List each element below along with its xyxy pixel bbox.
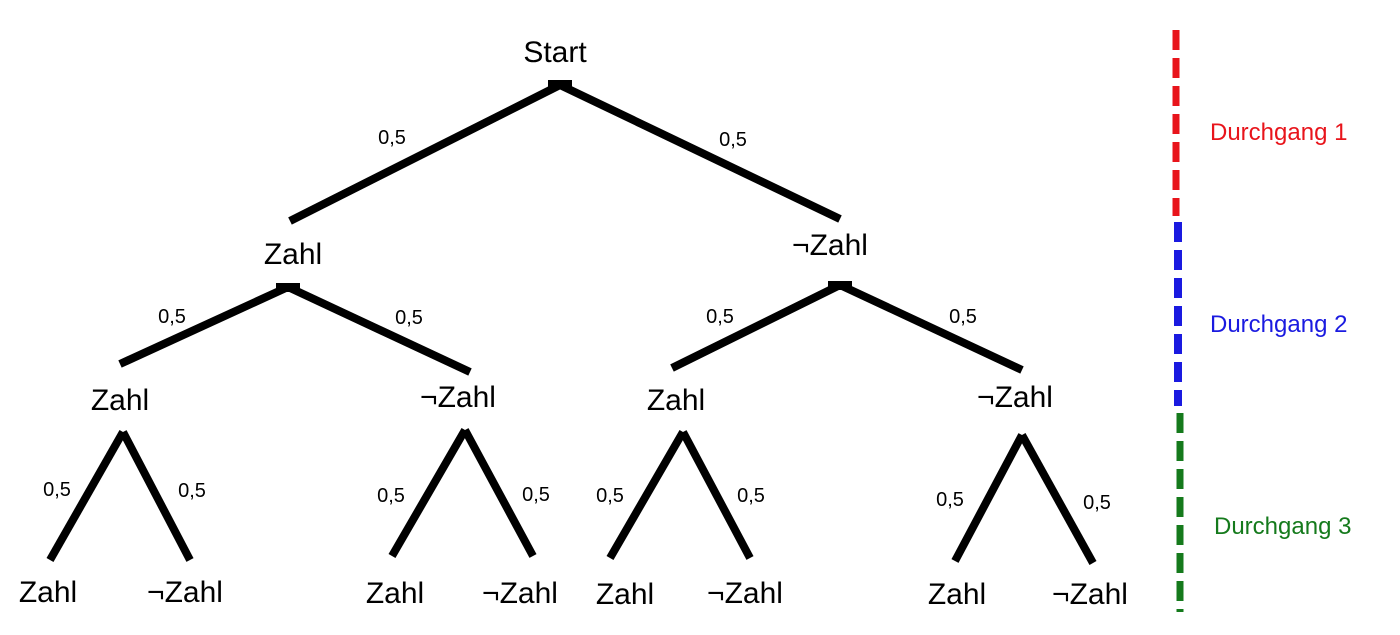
node-leaf: Zahl <box>366 577 424 610</box>
prob-label: 0,5 <box>936 489 964 511</box>
node-l2: Zahl <box>647 384 705 417</box>
node-leaf: Zahl <box>596 578 654 611</box>
stage-markers: Durchgang 1 Durchgang 2 Durchgang 3 <box>1172 30 1351 612</box>
prob-label: 0,5 <box>158 306 186 328</box>
node-leaf: ¬Zahl <box>707 577 783 610</box>
stage-3-label: Durchgang 3 <box>1214 513 1351 540</box>
prob-label: 0,5 <box>706 306 734 328</box>
prob-label: 0,5 <box>377 485 405 507</box>
stage-2-label: Durchgang 2 <box>1210 311 1347 338</box>
node-knot-start <box>548 80 572 89</box>
edge <box>679 430 754 560</box>
node-root: Start <box>523 36 587 69</box>
node-leaf: Zahl <box>19 576 77 609</box>
node-l1: Zahl <box>264 238 322 271</box>
edge-probabilities: 0,5 0,5 0,5 0,5 0,5 0,5 0,5 0,5 0,5 0,5 … <box>43 127 1111 514</box>
node-knot <box>276 283 300 292</box>
edge <box>461 428 537 558</box>
node-leaf: ¬Zahl <box>147 576 223 609</box>
edge <box>606 429 687 561</box>
prob-label: 0,5 <box>178 480 206 502</box>
prob-label: 0,5 <box>43 479 71 501</box>
stage-1-label: Durchgang 1 <box>1210 119 1347 146</box>
edge-start-zahl <box>288 81 562 225</box>
edge <box>388 427 469 559</box>
edge <box>119 430 194 562</box>
node-l2: Zahl <box>91 384 149 417</box>
edge <box>838 281 1024 374</box>
edge <box>118 283 290 368</box>
prob-label: 0,5 <box>737 485 765 507</box>
edge <box>670 281 842 372</box>
edge <box>46 430 127 562</box>
node-l2: ¬Zahl <box>977 381 1053 414</box>
edge <box>286 283 472 376</box>
prob-label: 0,5 <box>1083 492 1111 514</box>
node-leaf: Zahl <box>928 578 986 611</box>
prob-label: 0,5 <box>596 485 624 507</box>
node-l1: ¬Zahl <box>792 229 868 262</box>
edges <box>46 80 1097 565</box>
edge <box>951 433 1026 563</box>
edge-start-notzahl <box>558 81 842 223</box>
node-leaf: ¬Zahl <box>1052 578 1128 611</box>
prob-label: 0,5 <box>395 307 423 329</box>
node-leaf: ¬Zahl <box>482 577 558 610</box>
node-knot <box>828 281 852 290</box>
prob-label: 0,5 <box>719 129 747 151</box>
prob-label: 0,5 <box>522 484 550 506</box>
node-l2: ¬Zahl <box>420 381 496 414</box>
prob-label: 0,5 <box>949 306 977 328</box>
edge <box>1018 433 1097 565</box>
node-labels: Start Zahl ¬Zahl Zahl ¬Zahl Zahl ¬Zahl Z… <box>19 36 1128 611</box>
prob-label: 0,5 <box>378 127 406 149</box>
